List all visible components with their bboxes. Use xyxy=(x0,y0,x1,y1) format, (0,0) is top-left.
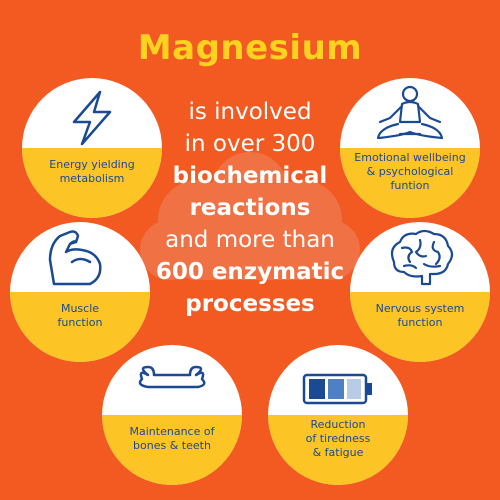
benefit-band xyxy=(102,415,242,485)
benefit-band xyxy=(268,415,408,485)
benefit-label: Muscle function xyxy=(57,302,103,329)
benefit-nervous-system: Nervous system function xyxy=(350,222,490,362)
bone-icon xyxy=(102,345,242,415)
center-statement: is involved in over 300 biochemical reac… xyxy=(130,96,370,320)
page-title: Magnesium xyxy=(137,28,363,68)
benefit-band xyxy=(22,148,162,218)
center-line: biochemical xyxy=(172,163,328,189)
benefit-label: Emotional wellbeing & psychological funt… xyxy=(354,151,466,192)
benefit-tiredness-fatigue: Reduction of tiredness & fatigue xyxy=(268,345,408,485)
benefit-label: Energy yielding metabolism xyxy=(49,158,135,185)
center-line: in over 300 xyxy=(184,131,316,157)
center-line: is involved xyxy=(188,99,312,125)
center-line: processes xyxy=(185,291,315,317)
benefit-band xyxy=(340,148,480,218)
benefit-emotional-wellbeing: Emotional wellbeing & psychological funt… xyxy=(340,78,480,218)
battery-icon xyxy=(268,345,408,415)
cloud-background-icon xyxy=(140,152,360,280)
center-line: reactions xyxy=(189,195,311,221)
benefit-band xyxy=(350,292,490,362)
benefit-bones-teeth: Maintenance of bones & teeth xyxy=(102,345,242,485)
meditation-figure-icon xyxy=(340,78,480,148)
benefit-band xyxy=(10,292,150,362)
brain-icon xyxy=(350,222,490,292)
benefit-label: Nervous system function xyxy=(375,302,465,329)
benefit-label: Maintenance of bones & teeth xyxy=(129,425,215,452)
lightning-bolt-icon xyxy=(22,78,162,148)
benefit-label: Reduction of tiredness & fatigue xyxy=(305,418,371,459)
flexed-arm-icon xyxy=(10,222,150,292)
benefit-energy: Energy yielding metabolism xyxy=(22,78,162,218)
center-line: 600 enzymatic xyxy=(155,259,345,285)
benefit-muscle: Muscle function xyxy=(10,222,150,362)
center-line: and more than xyxy=(165,227,335,253)
